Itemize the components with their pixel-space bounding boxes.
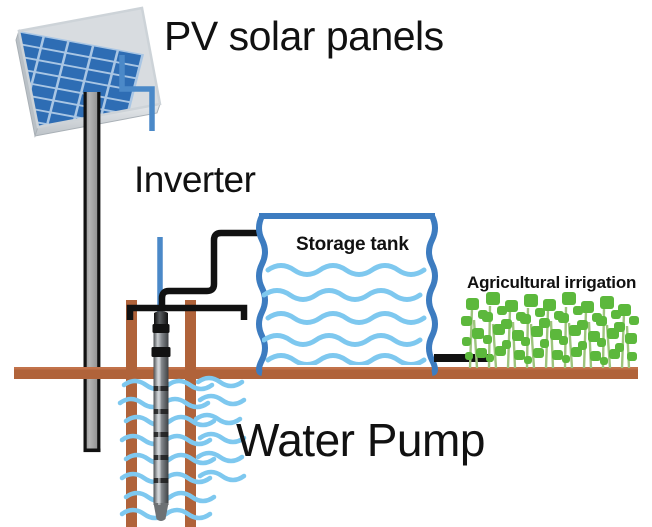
pv-solar-panel <box>15 6 162 138</box>
well-bore <box>126 300 196 527</box>
label-agricultural-irrigation: Agricultural irrigation <box>467 273 637 292</box>
crop-field <box>461 292 639 369</box>
ground-line <box>14 367 638 379</box>
label-inverter: Inverter <box>134 159 256 200</box>
panel-support-pole <box>83 92 101 453</box>
tank-wall-left <box>256 214 268 376</box>
panel-face-outline <box>17 6 162 129</box>
label-water-pump: Water Pump <box>236 414 485 466</box>
dc-cable-panel-to-inverter <box>119 55 155 131</box>
discharge-pipe <box>126 229 258 320</box>
tank-water <box>262 263 427 365</box>
tank-wall-right <box>426 214 438 376</box>
label-pv-solar-panels: PV solar panels <box>164 13 444 59</box>
storage-tank <box>256 213 438 376</box>
plant-leaves <box>461 292 639 365</box>
submersible-water-pump <box>151 311 171 521</box>
label-storage-tank: Storage tank <box>296 234 409 255</box>
